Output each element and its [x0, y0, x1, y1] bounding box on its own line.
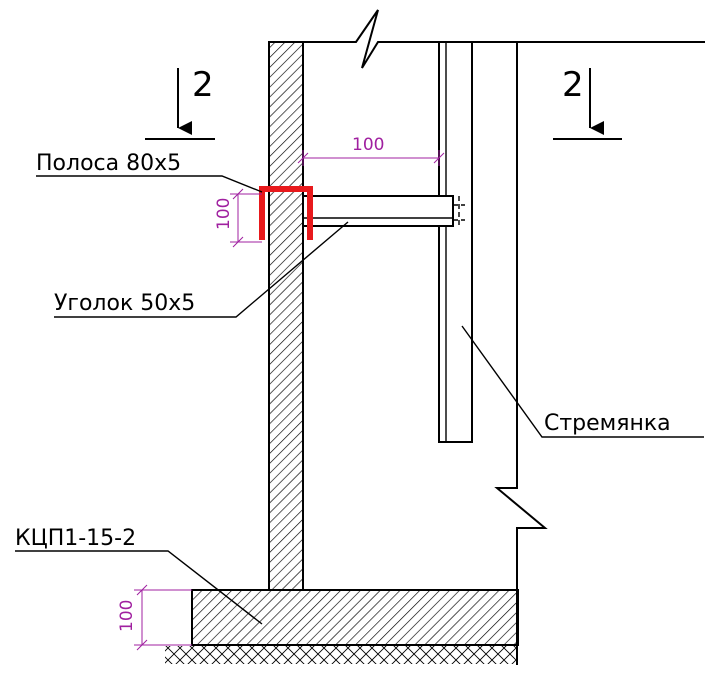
bracket-bolt-mark — [453, 196, 465, 228]
angle-bracket — [302, 195, 454, 227]
dim-slab-ticks — [136, 584, 148, 651]
callout-angle-leader — [54, 221, 349, 318]
section-mark-right-label: 2 — [562, 65, 584, 105]
dim-horizontal-ticks — [297, 152, 445, 164]
ground-soil — [165, 646, 517, 664]
base-slab — [191, 589, 519, 646]
dim-cap-ticks — [232, 188, 244, 248]
right-break-line — [494, 42, 548, 665]
callout-strip-leader — [36, 175, 263, 193]
callout-ladder-label: Стремянка — [544, 411, 671, 436]
strip-80x5 — [259, 186, 313, 240]
ladder — [438, 41, 473, 443]
callout-strip-label: Полоса 80х5 — [36, 151, 181, 176]
section-mark-left-label: 2 — [192, 65, 214, 105]
callout-ring-leader — [15, 550, 263, 625]
callout-ring-label: КЦП1-15-2 — [15, 526, 136, 551]
top-break-line — [303, 9, 705, 69]
callout-angle-label: Уголок 50х5 — [54, 291, 195, 316]
dim-cap-text: 100 — [214, 198, 234, 230]
callout-ladder-leader — [461, 325, 704, 438]
dim-horizontal-text: 100 — [352, 135, 384, 155]
dim-slab-text: 100 — [117, 600, 137, 632]
shaft-wall — [268, 41, 304, 591]
